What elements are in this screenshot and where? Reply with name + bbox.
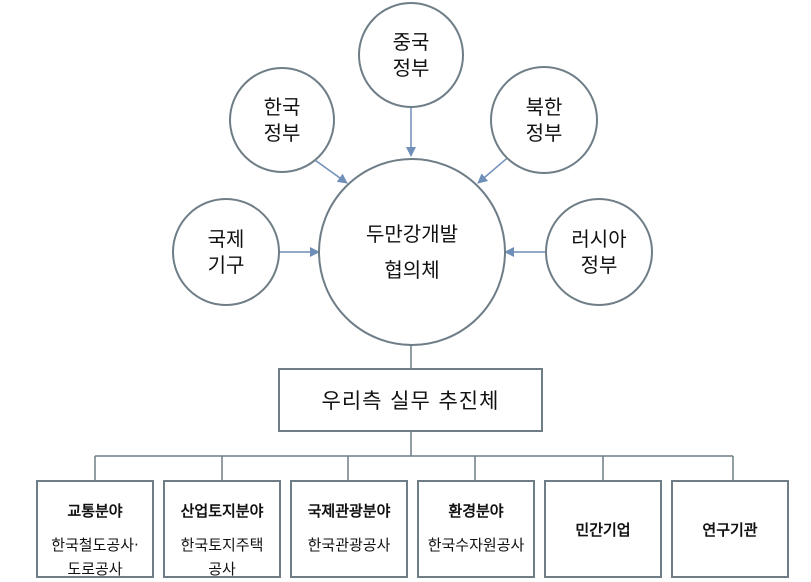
sector-org: 한국토지주택 <box>180 536 264 554</box>
sector-title: 산업토지분야 <box>180 502 264 520</box>
sector-title: 국제관광분야 <box>307 502 391 520</box>
sector-box-transport: 교통분야 한국철도공사· 도로공사 <box>36 480 154 578</box>
sector-org: 공사 <box>208 560 236 578</box>
sector-org: 도로공사 <box>67 560 123 578</box>
sector-org: 한국수자원공사 <box>427 536 525 554</box>
sector-title: 연구기관 <box>702 520 758 539</box>
node-label: 국제 <box>207 227 245 251</box>
sector-title: 환경분야 <box>448 502 504 520</box>
korean-working-body-box: 우리측 실무 추진체 <box>278 368 543 432</box>
node-label: 한국 <box>263 95 301 119</box>
china-government-node: 중국 정부 <box>358 2 464 108</box>
sector-box-environment: 환경분야 한국수자원공사 <box>417 480 535 578</box>
russia-government-node: 러시아 정부 <box>545 198 653 306</box>
node-label: 정부 <box>580 253 618 277</box>
node-label: 정부 <box>392 56 430 80</box>
korea-government-node: 한국 정부 <box>229 67 335 173</box>
node-label: 기구 <box>207 253 245 277</box>
center-label: 협의체 <box>384 258 440 282</box>
north-korea-government-node: 북한 정부 <box>490 66 598 174</box>
tumen-council-node: 두만강개발 협의체 <box>318 158 506 346</box>
sector-title: 민간기업 <box>575 520 631 539</box>
sector-box-research-institutes: 연구기관 <box>671 480 789 578</box>
center-label: 두만강개발 <box>366 222 458 246</box>
node-label: 러시아 <box>571 227 627 251</box>
sector-org: 한국철도공사· <box>51 536 139 554</box>
main-box-label: 우리측 실무 추진체 <box>321 389 500 413</box>
node-label: 정부 <box>525 121 563 145</box>
international-org-node: 국제 기구 <box>172 198 280 306</box>
node-label: 정부 <box>263 121 301 145</box>
sector-box-industrial-land: 산업토지분야 한국토지주택 공사 <box>163 480 281 578</box>
sector-box-tourism: 국제관광분야 한국관광공사 <box>290 480 408 578</box>
arrow-korea <box>311 157 348 184</box>
node-label: 북한 <box>525 95 563 119</box>
sector-org: 한국관광공사 <box>307 536 391 554</box>
sector-box-private-companies: 민간기업 <box>544 480 662 578</box>
sector-title: 교통분야 <box>67 502 123 520</box>
node-label: 중국 <box>392 30 430 54</box>
